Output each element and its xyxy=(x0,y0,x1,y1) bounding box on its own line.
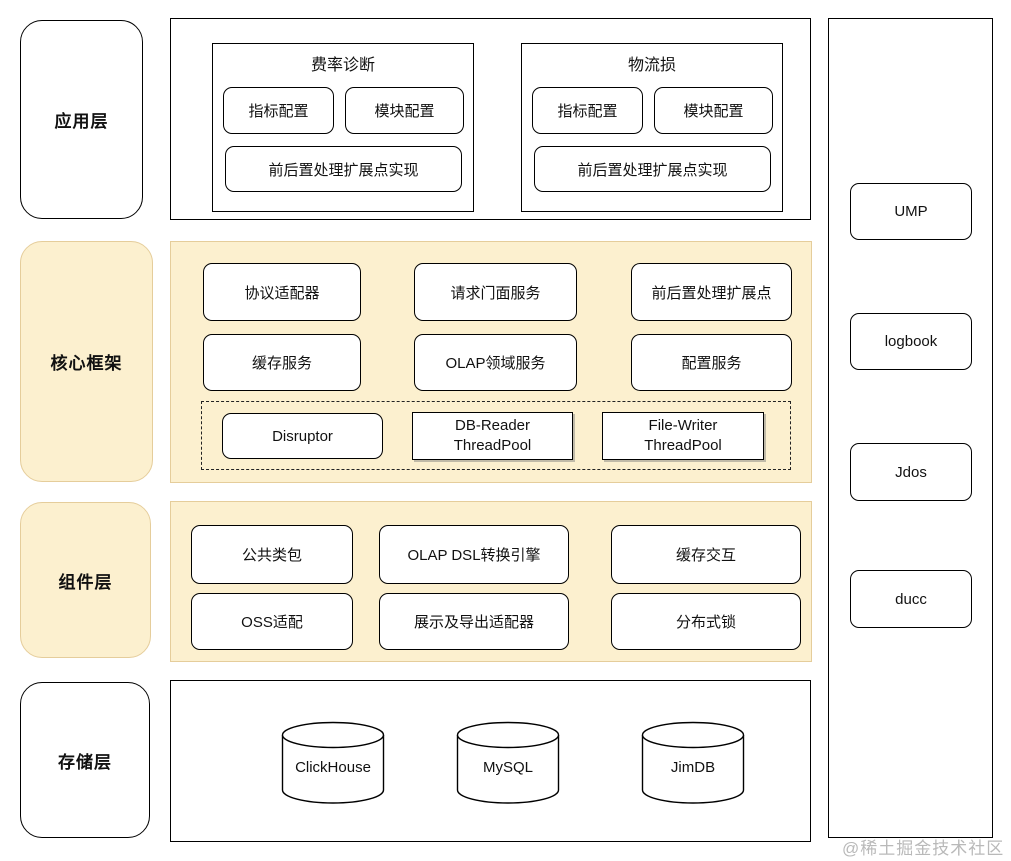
sidebar-item-label: Jdos xyxy=(895,463,927,481)
box-common-package: 公共类包 xyxy=(191,525,353,584)
db-cylinder-clickhouse: ClickHouse xyxy=(281,721,385,805)
box-label: OSS适配 xyxy=(241,614,303,631)
watermark: @稀土掘金技术社区 xyxy=(842,839,1005,858)
layer-label-component: 组件层 xyxy=(20,502,151,658)
db-cylinder-mysql: MySQL xyxy=(456,721,560,805)
box-prepost-extension-point: 前后置处理扩展点 xyxy=(631,263,792,321)
layer-label-application-text: 应用层 xyxy=(54,112,109,131)
box-label: 指标配置 xyxy=(557,103,618,120)
storage-layer-panel: ClickHouse MySQL JimDB xyxy=(170,680,811,842)
db-label: JimDB xyxy=(670,759,716,776)
sidebar-item-ducc: ducc xyxy=(850,570,972,628)
middleware-sidebar-panel: UMP logbook Jdos ducc xyxy=(828,18,993,838)
box-label: 公共类包 xyxy=(241,547,302,564)
box-label-line2: ThreadPool xyxy=(453,437,532,454)
database-cylinder-icon xyxy=(281,721,385,804)
box-label-line1: File-Writer xyxy=(648,417,718,434)
box-label: 请求门面服务 xyxy=(450,284,541,302)
layer-label-storage-text: 存储层 xyxy=(58,752,112,772)
box-label: 模块配置 xyxy=(374,103,435,120)
box-indicator-config: 指标配置 xyxy=(532,87,643,134)
box-distributed-lock: 分布式锁 xyxy=(611,593,801,650)
group-logistics-loss: 物流损 指标配置 模块配置 前后置处理扩展点实现 xyxy=(521,43,783,212)
box-label: 缓存服务 xyxy=(251,355,312,372)
layer-label-core-framework-text: 核心框架 xyxy=(50,354,123,373)
box-label: 展示及导出适配器 xyxy=(413,614,534,631)
box-config-service: 配置服务 xyxy=(631,334,792,391)
database-cylinder-icon xyxy=(456,721,560,804)
box-label: OLAP DSL转换引擎 xyxy=(407,547,541,564)
box-label-line2: ThreadPool xyxy=(644,437,722,454)
application-layer-panel: 费率诊断 指标配置 模块配置 前后置处理扩展点实现 物流损 指标配置 模块配置 … xyxy=(170,18,811,220)
box-module-config: 模块配置 xyxy=(654,87,773,134)
box-db-reader-threadpool: DB-Reader ThreadPool xyxy=(412,412,573,460)
component-layer-panel: 公共类包 OLAP DSL转换引擎 缓存交互 OSS适配 展示及导出适配器 分布… xyxy=(170,501,812,662)
sidebar-item-label: UMP xyxy=(894,203,928,220)
group-rate-diagnosis: 费率诊断 指标配置 模块配置 前后置处理扩展点实现 xyxy=(212,43,474,212)
box-olap-domain-service: OLAP领域服务 xyxy=(414,334,577,391)
database-cylinder-icon xyxy=(641,721,745,804)
box-disruptor: Disruptor xyxy=(222,413,383,459)
sidebar-item-jdos: Jdos xyxy=(850,443,972,501)
sidebar-item-ump: UMP xyxy=(850,183,972,240)
box-extension-impl: 前后置处理扩展点实现 xyxy=(534,146,771,192)
layer-label-component-text: 组件层 xyxy=(58,572,113,592)
sidebar-item-label: ducc xyxy=(895,590,927,608)
box-label: 缓存交互 xyxy=(675,547,736,564)
box-label: 分布式锁 xyxy=(675,614,736,631)
box-label: DB-Reader ThreadPool xyxy=(454,416,532,456)
box-oss-adapter: OSS适配 xyxy=(191,593,353,650)
box-label: 前后置处理扩展点实现 xyxy=(577,161,728,179)
thread-pool-dashed-group: Disruptor DB-Reader ThreadPool File-Writ… xyxy=(201,401,791,470)
box-label-line1: DB-Reader xyxy=(454,417,531,434)
box-label: 配置服务 xyxy=(681,355,742,372)
sidebar-item-label: logbook xyxy=(884,333,938,350)
box-label: Disruptor xyxy=(272,427,333,445)
db-label: MySQL xyxy=(482,759,533,776)
core-framework-panel: 协议适配器 请求门面服务 前后置处理扩展点 缓存服务 OLAP领域服务 配置服务… xyxy=(170,241,812,483)
box-label: 前后置处理扩展点实现 xyxy=(268,161,419,179)
box-label: 模块配置 xyxy=(683,103,744,120)
box-display-export-adapter: 展示及导出适配器 xyxy=(379,593,569,650)
layer-label-core-framework: 核心框架 xyxy=(20,241,153,482)
layer-label-storage: 存储层 xyxy=(20,682,150,838)
group-title: 费率诊断 xyxy=(310,57,375,74)
box-module-config: 模块配置 xyxy=(345,87,464,134)
box-protocol-adapter: 协议适配器 xyxy=(203,263,361,321)
box-label: File-Writer ThreadPool xyxy=(644,416,722,456)
box-label: OLAP领域服务 xyxy=(445,355,546,372)
box-file-writer-threadpool: File-Writer ThreadPool xyxy=(602,412,764,460)
box-label: 协议适配器 xyxy=(244,284,320,302)
box-label: 指标配置 xyxy=(248,103,309,120)
box-cache-service: 缓存服务 xyxy=(203,334,361,391)
box-olap-dsl-engine: OLAP DSL转换引擎 xyxy=(379,525,569,584)
box-request-facade-service: 请求门面服务 xyxy=(414,263,577,321)
box-indicator-config: 指标配置 xyxy=(223,87,334,134)
layer-label-application: 应用层 xyxy=(20,20,143,219)
box-cache-interaction: 缓存交互 xyxy=(611,525,801,584)
box-label: 前后置处理扩展点 xyxy=(651,284,772,302)
db-label: ClickHouse xyxy=(295,759,371,776)
sidebar-item-logbook: logbook xyxy=(850,313,972,370)
box-extension-impl: 前后置处理扩展点实现 xyxy=(225,146,462,192)
group-title: 物流损 xyxy=(627,57,676,74)
db-cylinder-jimdb: JimDB xyxy=(641,721,745,805)
